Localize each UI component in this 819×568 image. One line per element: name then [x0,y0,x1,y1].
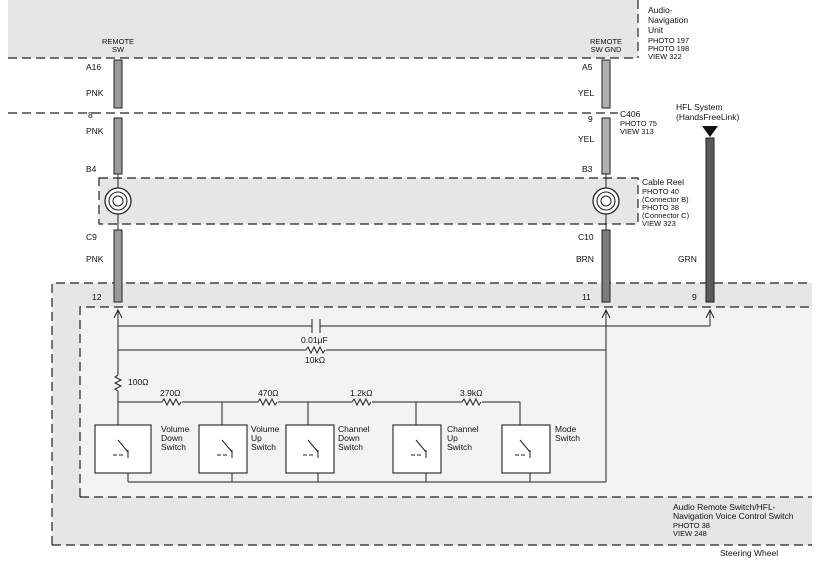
audio-unit-photo-2: PHOTO 198 [648,44,689,53]
audio-unit-view: VIEW 322 [648,52,682,61]
capacitor-label: 0.01μF [301,335,328,345]
switch-boxes [94,424,551,474]
audio-unit-title-3: Unit [648,25,664,35]
resistor-10k-label: 10kΩ [305,355,325,365]
pin-9: 9 [692,292,697,302]
resistor-3-9k-label: 3.9kΩ [460,388,482,398]
terminal-c9: C9 [86,232,97,242]
wire-color-left-bottom: PNK [86,254,104,264]
sw-volume-up-2: Up [251,433,262,443]
resistor-270-label: 270Ω [160,388,181,398]
switch-assembly-view: VIEW 248 [673,529,707,538]
sw-channel-up-3: Switch [447,442,472,452]
cable-reel-conn-c: (Connector C) [642,211,690,220]
wire-left [113,59,123,303]
cable-reel-right-icon [592,174,620,230]
cable-reel-view: VIEW 323 [642,219,676,228]
audio-unit-title-1: Audio- [648,5,673,15]
sw-channel-down-2: Down [338,433,360,443]
cable-reel-photo-1: PHOTO 40 [642,187,679,196]
sw-volume-up-3: Switch [251,442,276,452]
cable-reel-photo-2: PHOTO 38 [642,203,679,212]
wire-hfl [705,137,715,303]
pin-label-remote-sw-gnd-1: REMOTE [590,37,622,46]
terminal-a5: A5 [582,62,593,72]
hfl-title-2: (HandsFreeLink) [676,112,739,122]
audio-unit-zone [8,0,638,58]
steering-wheel-label: Steering Wheel [720,548,778,558]
c406-pin-9: 9 [588,114,593,124]
pin-11: 11 [582,292,591,302]
resistor-100-label: 100Ω [128,377,149,387]
terminal-a16: A16 [86,62,101,72]
cable-reel-zone [99,178,638,224]
terminal-b4: B4 [86,164,97,174]
switch-assembly-border [79,306,812,497]
sw-volume-up-1: Volume [251,424,280,434]
c406-photo: PHOTO 75 [620,119,657,128]
sw-channel-down-3: Switch [338,442,363,452]
audio-unit-photo-1: PHOTO 197 [648,36,689,45]
wire-color-hfl: GRN [678,254,697,264]
wire-color-right-mid: YEL [578,134,594,144]
steering-wheel-border [51,282,812,545]
pin-label-remote-sw-1: REMOTE [102,37,134,46]
wire-color-left-mid: PNK [86,126,104,136]
hfl-title-1: HFL System [676,102,722,112]
switch-assembly-photo: PHOTO 38 [673,521,710,530]
sw-mode-1: Mode [555,424,577,434]
switch-assembly-title-1: Audio Remote Switch/HFL- [673,502,776,512]
audio-unit-title-2: Navigation [648,15,688,25]
c406-pin-8: 8 [88,110,93,120]
sw-channel-down-1: Channel [338,424,370,434]
cable-reel-title: Cable Reel [642,177,684,187]
switch-assembly-title-2: Navigation Voice Control Switch [673,511,794,521]
hfl-arrow-icon [702,126,718,137]
resistor-1-2k-label: 1.2kΩ [350,388,372,398]
terminal-b3: B3 [582,164,593,174]
pin-label-remote-sw-gnd-2: SW GND [591,45,622,54]
wire-color-left-top: PNK [86,88,104,98]
c406-view: VIEW 313 [620,127,654,136]
pin-12: 12 [92,292,102,302]
cable-reel-conn-b: (Connector B) [642,195,689,204]
c406-name: C406 [620,109,641,119]
cable-reel-left-icon [104,174,132,230]
cable-reel-border [98,177,639,225]
sw-channel-up-1: Channel [447,424,479,434]
pin-label-remote-sw-2: SW [112,45,125,54]
wire-color-right-bottom: BRN [576,254,594,264]
resistor-470-label: 470Ω [258,388,279,398]
sw-volume-down-3: Switch [161,442,186,452]
terminal-c10: C10 [578,232,594,242]
sw-channel-up-2: Up [447,433,458,443]
sw-volume-down-2: Down [161,433,183,443]
sw-volume-down-1: Volume [161,424,190,434]
sw-mode-2: Switch [555,433,580,443]
wire-color-right-top: YEL [578,88,594,98]
